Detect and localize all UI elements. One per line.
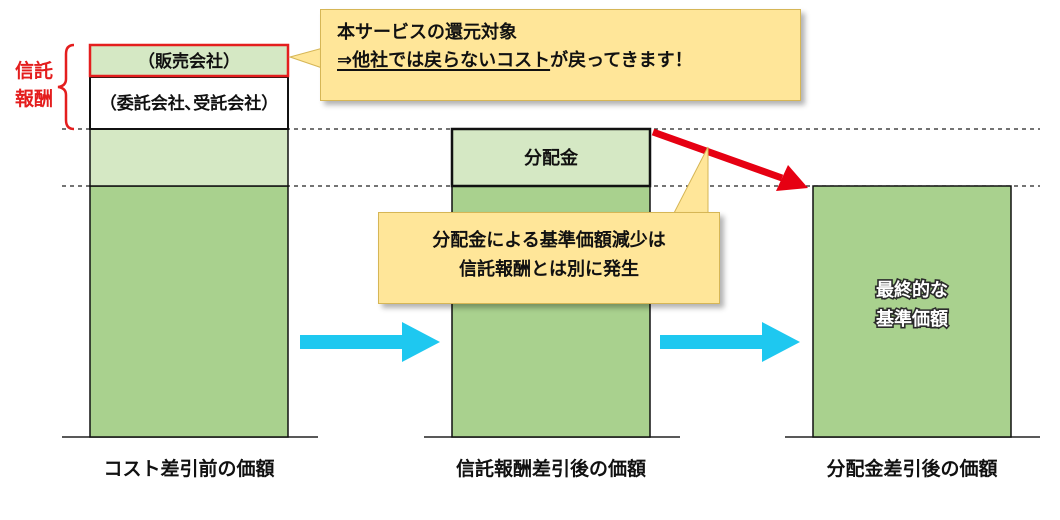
bar1-caption: コスト差引前の価額 <box>103 457 274 480</box>
bar1-consign-segment <box>89 76 289 130</box>
cyan-right-arrow-2 <box>660 322 800 362</box>
bar2-distribution-segment <box>450 127 652 188</box>
callout-distribution-note: 分配金による基準価額減少は 信託報酬とは別に発生 <box>378 212 720 304</box>
bar2-caption: 信託報酬差引後の価額 <box>456 457 646 480</box>
trust-fee-label-line1: 信託 <box>15 59 53 82</box>
callout-service-line2: ⇒他社では戻らないコストが戻ってきます！ <box>337 47 800 75</box>
callout-distribution-line2: 信託報酬とは別に発生 <box>459 259 639 280</box>
bar1-consign-label: （委託会社､受託会社） <box>100 93 279 114</box>
bar3-label-line2: 基準価額 <box>875 308 948 330</box>
callout-service-underlined: ⇒他社では戻らないコスト <box>337 50 551 71</box>
red-diagonal-arrow <box>651 128 808 191</box>
bar1-sales-label: （販売会社） <box>138 51 240 72</box>
bar1-base <box>89 185 289 438</box>
bar-before-cost: （販売会社） （委託会社､受託会社） <box>88 43 290 438</box>
red-bracket <box>57 43 75 131</box>
bar-final-nav: 最終的な 基準価額 <box>812 185 1012 438</box>
bar3-caption: 分配金差引後の価額 <box>826 457 997 480</box>
bar2-distribution-label: 分配金 <box>524 147 579 169</box>
trust-fee-label-line2: 報酬 <box>15 87 53 110</box>
callout-distribution-line1: 分配金による基準価額減少は <box>432 230 666 251</box>
cyan-right-arrow-1 <box>300 322 440 362</box>
callout-service-return: 本サービスの還元対象 ⇒他社では戻らないコストが戻ってきます！ <box>320 9 801 101</box>
callout-service-rest: が戻ってきます！ <box>550 50 693 71</box>
callout-service-line1: 本サービスの還元対象 <box>337 22 517 43</box>
bar3-base <box>812 185 1012 438</box>
callout-distribution-pointer <box>673 146 709 214</box>
bar1-sales-segment <box>88 43 290 78</box>
bar3-label-line1: 最終的な <box>876 279 948 301</box>
bar1-light-segment <box>89 128 289 187</box>
